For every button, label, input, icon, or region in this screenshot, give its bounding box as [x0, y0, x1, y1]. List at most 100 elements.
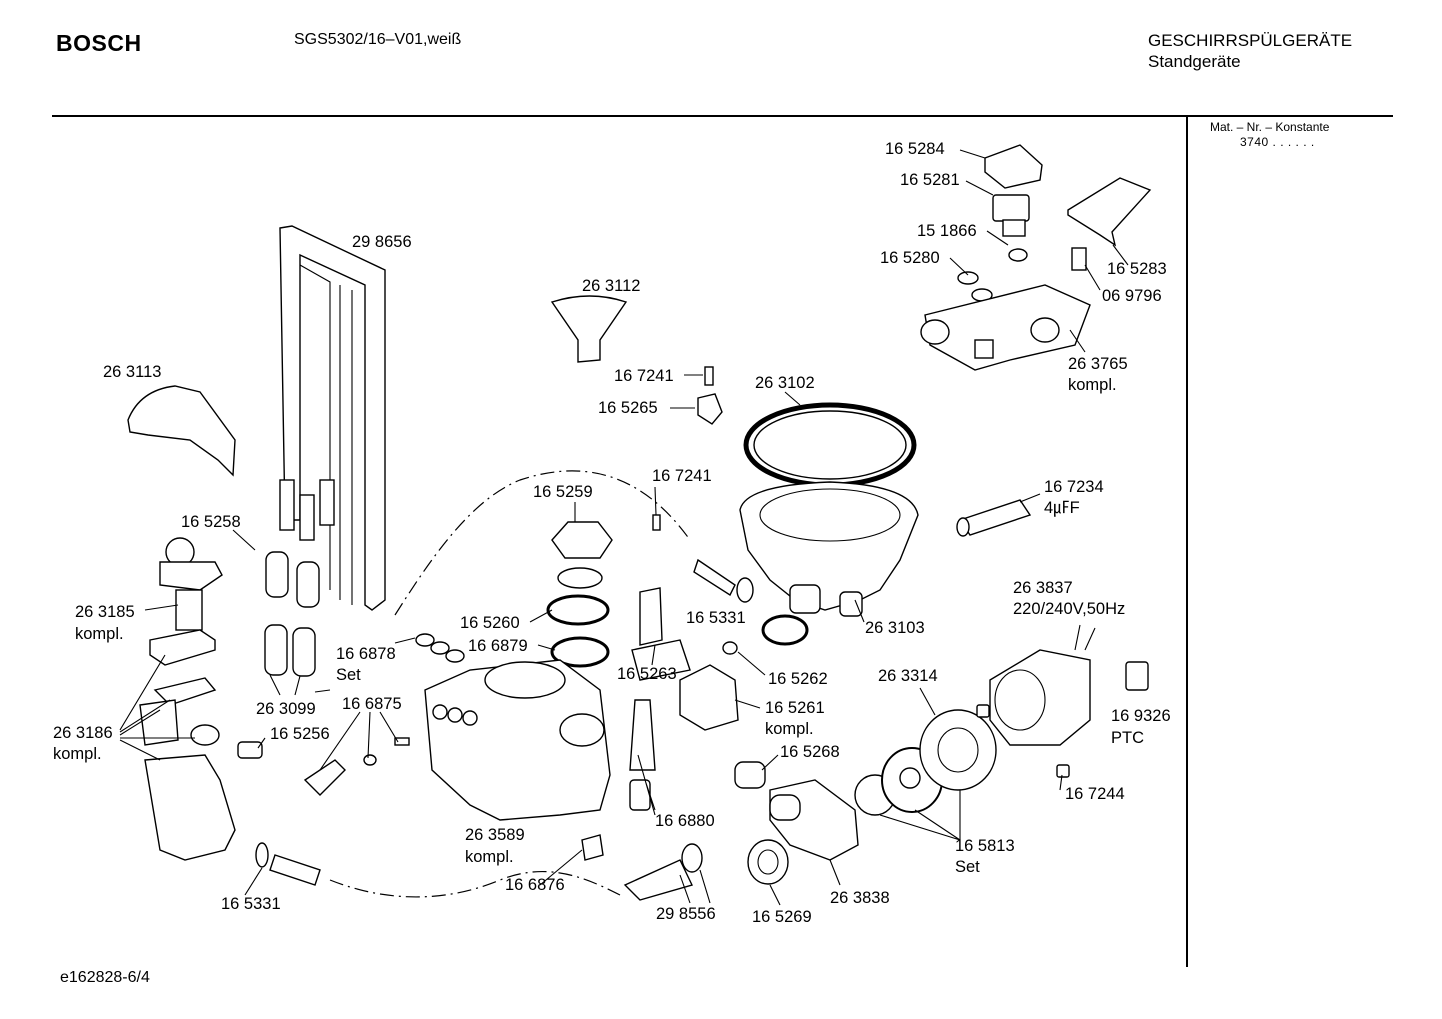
- clamp-drawing: [581, 834, 604, 861]
- aquastop-parts-drawing: [139, 629, 263, 861]
- part-label-167234-capacitance: 4㎌F: [1044, 499, 1080, 517]
- part-label-298656: 29 8656: [352, 233, 412, 251]
- part-label-263186: 26 3186: [53, 724, 113, 742]
- inlet-valve-drawing: [159, 537, 320, 631]
- part-label-263185-kompl: kompl.: [75, 625, 124, 643]
- part-label-165280: 16 5280: [880, 249, 940, 267]
- sump-ring-seal-drawing: [743, 402, 917, 488]
- part-label-169326: 16 9326: [1111, 707, 1171, 725]
- o-ring-drawing: [957, 271, 993, 302]
- part-label-263102: 26 3102: [755, 374, 815, 392]
- header-divider: [52, 115, 1393, 117]
- salt-container-drawing: [424, 659, 611, 821]
- part-label-263112: 26 3112: [582, 277, 640, 295]
- part-label-166878: 16 6878: [336, 645, 396, 663]
- part-label-165813-set: Set: [955, 858, 980, 876]
- part-label-069796: 06 9796: [1102, 287, 1162, 305]
- air-cover-drawing: [127, 385, 236, 477]
- drain-pump-drawing: [679, 664, 739, 731]
- float-set-drawing: [415, 633, 465, 663]
- funnel-drawing: [550, 295, 628, 363]
- pump-seal-drawing: [747, 839, 789, 885]
- part-label-165260: 16 5260: [460, 614, 520, 632]
- part-label-263099: 26 3099: [256, 700, 316, 718]
- part-label-263589-kompl: kompl.: [465, 848, 514, 866]
- part-label-165813: 16 5813: [955, 837, 1015, 855]
- heater-tube-drawing: [279, 225, 386, 611]
- part-label-165263: 16 5263: [617, 665, 677, 683]
- part-label-165331-a: 16 5331: [686, 609, 746, 627]
- part-label-151866: 15 1866: [917, 222, 977, 240]
- document-id: e162828-6/4: [60, 969, 150, 986]
- part-label-263186-kompl: kompl.: [53, 745, 102, 763]
- part-label-165284: 16 5284: [885, 140, 945, 158]
- subcategory-title: Standgeräte: [1148, 52, 1241, 71]
- mat-nr-label: Mat. – Nr. – Konstante: [1210, 120, 1330, 134]
- drain-hose-drawing: [623, 843, 703, 901]
- part-label-167234: 16 7234: [1044, 478, 1104, 496]
- small-clip-drawing: [722, 641, 738, 655]
- brand-logo: BOSCH: [56, 30, 142, 56]
- category-title: GESCHIRRSPÜLGERÄTE: [1148, 31, 1353, 50]
- part-label-263765-kompl: kompl.: [1068, 376, 1117, 394]
- part-label-165261-kompl: kompl.: [765, 720, 814, 738]
- part-label-263765: 26 3765: [1068, 355, 1128, 373]
- part-label-263185: 26 3185: [75, 603, 135, 621]
- inlet-hose-drawing: [255, 842, 321, 886]
- sump-nut-drawing: [551, 521, 613, 589]
- leader-lines: [119, 149, 1129, 906]
- part-label-165256: 16 5256: [270, 725, 330, 743]
- mat-nr-value: 3740 . . . . . .: [1240, 135, 1315, 149]
- part-label-166879: 16 6879: [468, 637, 528, 655]
- part-label-165265: 16 5265: [598, 399, 658, 417]
- part-label-263837: 26 3837: [1013, 579, 1073, 597]
- part-label-165283: 16 5283: [1107, 260, 1167, 278]
- bracket-cover-drawing: [1067, 177, 1152, 247]
- check-valve-drawing: [303, 737, 410, 796]
- part-label-166878-set: Set: [336, 666, 361, 684]
- level-switch-drawing: [631, 587, 691, 681]
- part-label-165281: 16 5281: [900, 171, 960, 189]
- part-label-166876: 16 6876: [505, 876, 565, 894]
- part-label-263838: 26 3838: [830, 889, 890, 907]
- seal-ring-drawing: [546, 594, 610, 668]
- pump-pot-drawing: [739, 481, 919, 617]
- motor-flange-drawing: [919, 709, 997, 791]
- part-label-298556: 29 8556: [656, 905, 716, 923]
- model-number: SGS5302/16–V01,weiß: [294, 31, 462, 48]
- circulation-motor-drawing: [989, 624, 1096, 746]
- part-label-166875: 16 6875: [342, 695, 402, 713]
- pump-housing-drawing: [769, 779, 859, 861]
- part-label-165258: 16 5258: [181, 513, 241, 531]
- part-label-167244: 16 7244: [1065, 785, 1125, 803]
- rubber-buffer-drawing: [976, 704, 1070, 778]
- clip-drawing: [1071, 247, 1087, 271]
- ptc-drawing: [1125, 661, 1149, 691]
- hose-route-line: [329, 470, 691, 898]
- part-label-169326-ptc: PTC: [1111, 729, 1144, 747]
- cover-cap-drawing: [984, 144, 1043, 189]
- hose-clamp-drawing: [1008, 248, 1028, 262]
- pressure-switch-drawing: [992, 194, 1030, 237]
- part-label-263103: 26 3103: [865, 619, 925, 637]
- part-label-165259: 16 5259: [533, 483, 593, 501]
- part-label-167241-a: 16 7241: [614, 367, 674, 385]
- part-label-165262: 16 5262: [768, 670, 828, 688]
- part-label-263314: 26 3314: [878, 667, 938, 685]
- side-panel-divider: [1186, 115, 1188, 967]
- hose-spring-drawing: [693, 558, 809, 646]
- part-label-165269: 16 5269: [752, 908, 812, 926]
- part-label-263589: 26 3589: [465, 826, 525, 844]
- distributor-valve-drawing: [920, 284, 1091, 371]
- capacitor-drawing: [956, 499, 1032, 537]
- part-label-165268: 16 5268: [780, 743, 840, 761]
- part-label-263837-rating: 220/240V,50Hz: [1013, 600, 1125, 618]
- impeller-spring-drawing: [734, 761, 766, 789]
- part-label-263113: 26 3113: [103, 363, 161, 381]
- part-label-166880: 16 6880: [655, 812, 715, 830]
- water-softener-parts-drawing: [629, 699, 656, 811]
- holder-drawing: [697, 393, 723, 425]
- part-label-165261: 16 5261: [765, 699, 825, 717]
- part-label-167241-b: 16 7241: [652, 467, 712, 485]
